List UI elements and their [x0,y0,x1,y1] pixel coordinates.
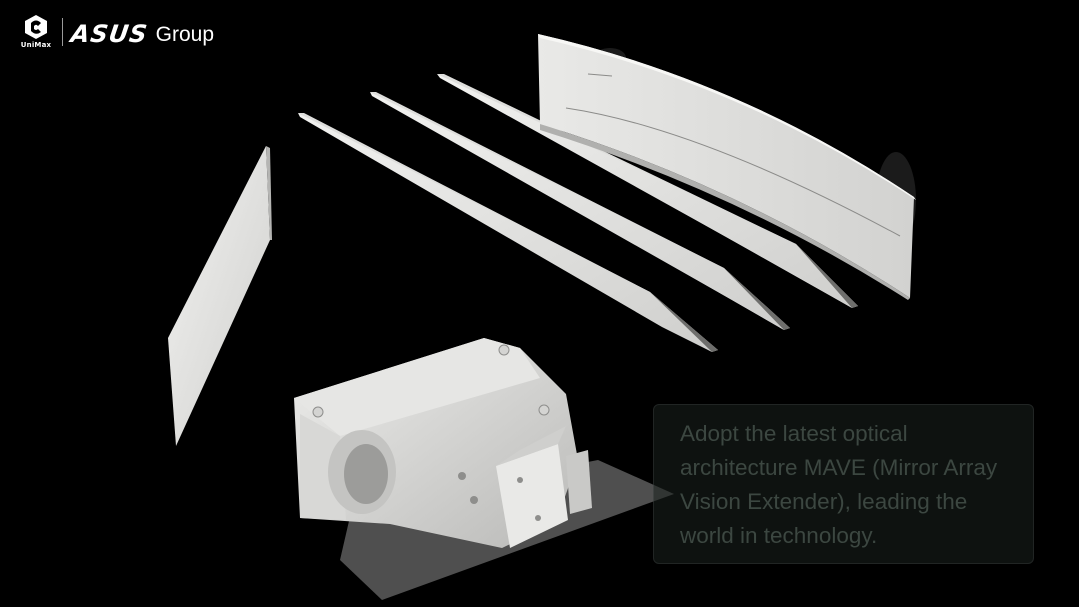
light-engine-module [294,338,674,600]
asus-logo-icon: ASUS [69,20,150,48]
left-mirror [168,146,272,446]
mirror-strip-1 [298,113,718,352]
unimax-logo-icon [25,15,47,39]
caption-panel: Adopt the latest optical architecture MA… [653,404,1034,564]
unimax-logo: UniMax [18,14,54,49]
curved-combiner-mirror [538,34,916,300]
brand-header: UniMax ASUS Group [18,14,214,54]
group-label: Group [155,23,215,46]
caption-text: Adopt the latest optical architecture MA… [680,421,998,548]
mirror-strip-2 [370,92,790,330]
unimax-label: UniMax [20,41,52,49]
mirror-strip-3 [437,74,858,308]
brand-divider [62,18,63,46]
